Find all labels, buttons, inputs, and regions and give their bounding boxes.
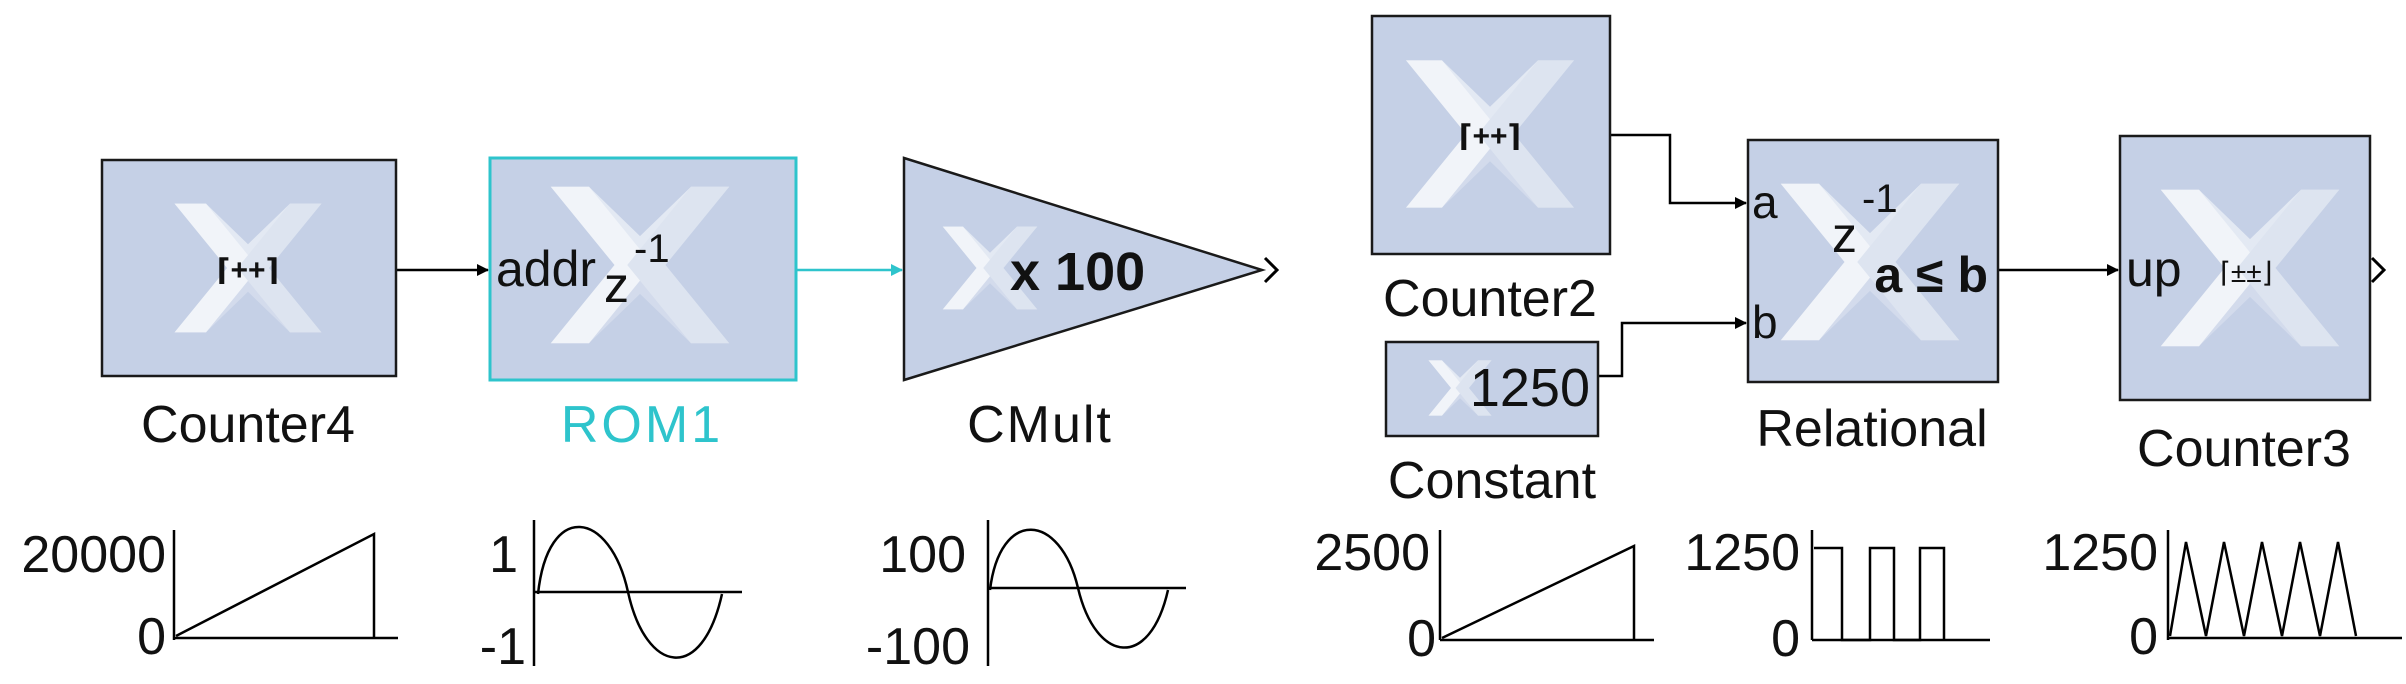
block-label: Relational [1756,400,1987,458]
waveform-counter3: 1250 0 [2042,524,2402,666]
relational-expression: a ≤ b [1874,247,1988,303]
y-max-label: 1250 [1684,524,1800,582]
block-label: ROM1 [561,396,723,454]
y-min-label: 0 [137,608,166,666]
latency-z: z [1832,207,1857,263]
output-port-cmult[interactable] [1263,256,1280,284]
waveform-counter4: 20000 0 [21,526,398,666]
y-min-label: 0 [2129,608,2158,666]
sine-trace [536,525,724,659]
rom1-block[interactable]: addr z -1 ROM1 [488,156,798,454]
triangle-trace [2168,541,2358,637]
counter4-block[interactable]: ⌈++⌉ Counter4 [100,158,398,454]
y-max-label: 100 [879,526,966,584]
port-label-up: up [2126,241,2182,297]
port-label-addr: addr [496,241,596,297]
y-min-label: -100 [866,618,970,676]
block-label: Counter4 [141,396,355,454]
counter-increment-icon: ⌈++⌉ [1459,120,1521,153]
constant-value: 1250 [1470,358,1590,418]
latency-exponent: -1 [634,227,670,271]
block-label: Counter2 [1383,270,1597,328]
ramp-trace [175,531,376,638]
latency-exponent: -1 [1862,177,1898,221]
port-label-b: b [1752,296,1778,348]
counter2-block[interactable]: ⌈++⌉ Counter2 [1370,14,1612,328]
waveform-relational: 1250 0 [1684,524,1990,668]
y-min-label: 0 [1407,610,1436,668]
waveform-cmult: 100 -100 [866,520,1186,676]
relational-block[interactable]: a b z -1 a ≤ b Relational [1746,138,2000,458]
y-min-label: -1 [480,618,526,676]
wire-counter2-relational[interactable] [1610,133,1747,209]
cmult-block[interactable]: x 100 CMult [902,156,1267,454]
wires [396,133,2387,378]
block-label: Constant [1388,452,1597,510]
square-trace [1814,546,1946,642]
block-label: CMult [967,396,1113,454]
cmult-operation: x 100 [1010,242,1145,302]
sine-trace [988,528,1170,649]
waveforms: 20000 0 1 -1 100 -100 2500 0 [21,520,2402,676]
block-label: Counter3 [2137,420,2351,478]
counter3-block[interactable]: up ⌈±±⌋ Counter3 [2118,134,2372,478]
waveform-counter2: 2500 0 [1314,524,1654,668]
wire-constant-relational[interactable] [1598,317,1747,378]
constant-block[interactable]: 1250 Constant [1384,340,1600,510]
y-max-label: 1 [489,526,518,584]
output-port-counter3[interactable] [2370,256,2387,284]
y-min-label: 0 [1771,610,1800,668]
latency-z: z [604,257,629,313]
y-max-label: 1250 [2042,524,2158,582]
ramp-trace [1441,544,1636,640]
y-max-label: 2500 [1314,524,1430,582]
port-label-a: a [1752,176,1778,228]
counter-increment-icon: ⌈++⌉ [217,254,279,287]
waveform-rom1: 1 -1 [480,520,742,676]
y-max-label: 20000 [21,526,166,584]
counter-updown-icon: ⌈±±⌋ [2220,257,2273,288]
